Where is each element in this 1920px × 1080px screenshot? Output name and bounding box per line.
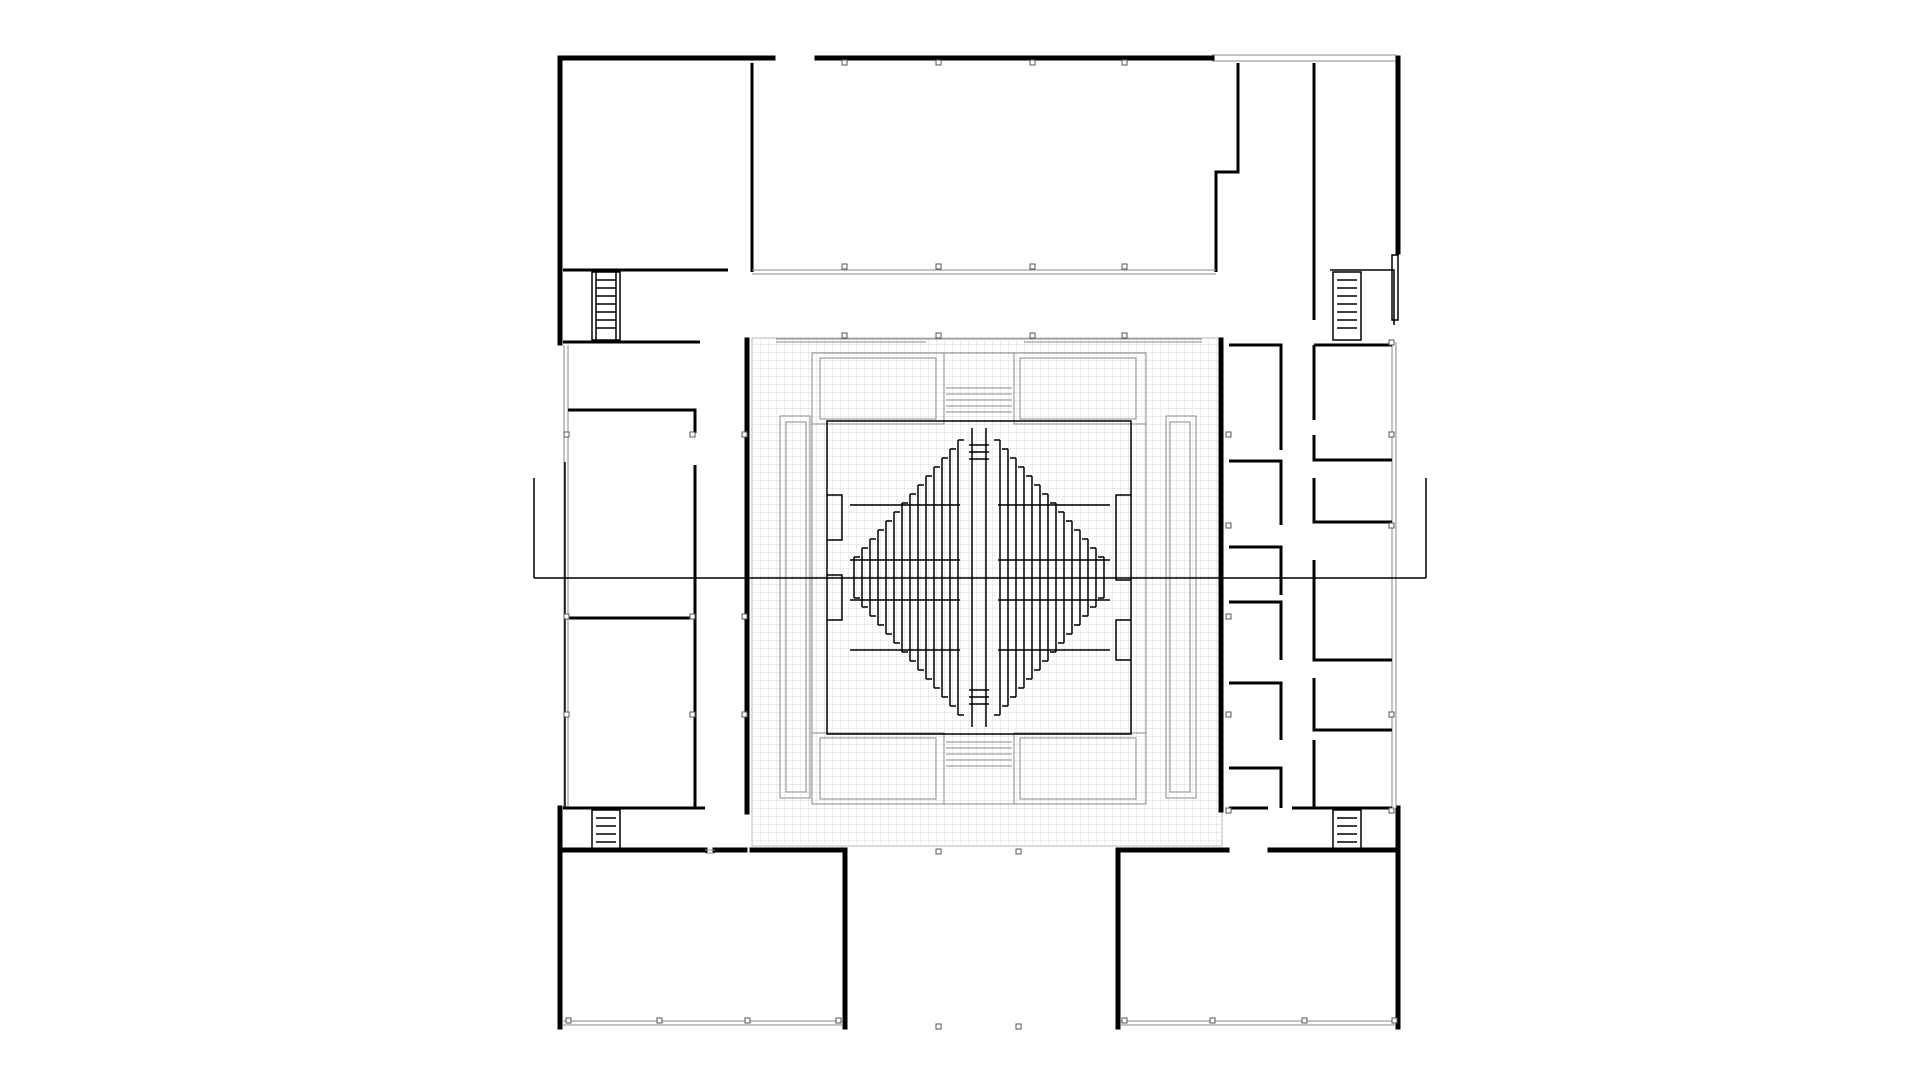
north-columns [841,59,1128,270]
seating-rows-right [994,439,1105,716]
inner-court-frames [779,352,1197,805]
south-east-block [1115,847,1401,1030]
west-stair-north [591,271,621,341]
east-wing [1218,63,1397,814]
section-cut-line [533,478,1427,579]
south-west-block [557,847,848,1030]
south-entrance-columns [935,848,1022,1030]
outer-walls [557,54,1401,1030]
east-stair-south [1332,809,1362,851]
west-stair-south [591,809,621,851]
west-wing [563,337,750,815]
north-hall [563,59,1240,343]
central-tiled-court [751,337,1223,847]
east-stair-north [1330,254,1399,341]
seating-rows-left [850,439,1110,716]
